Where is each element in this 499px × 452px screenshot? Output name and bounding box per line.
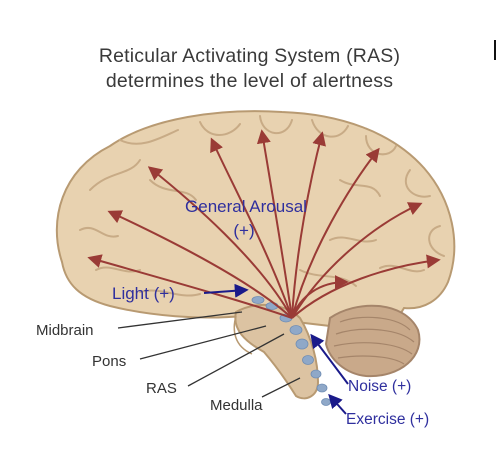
noise-label: Noise (+) xyxy=(348,378,411,395)
exercise-label: Exercise (+) xyxy=(346,411,429,428)
arousal-arrow xyxy=(291,147,380,319)
medulla-label: Medulla xyxy=(210,397,263,414)
noise-arrow xyxy=(310,333,349,385)
arousal-arrow xyxy=(291,254,441,319)
arousal-arrow xyxy=(291,275,349,319)
exercise-arrow xyxy=(328,393,347,415)
cerebral-cortex xyxy=(55,110,456,332)
pons-label: Pons xyxy=(92,353,126,370)
general-arousal-label: General Arousal xyxy=(185,197,307,216)
ras-leader xyxy=(187,333,285,387)
medulla-leader xyxy=(261,377,301,398)
arousal-arrow xyxy=(256,129,293,319)
arousal-arrow xyxy=(147,166,293,319)
general-arousal-sign: (+) xyxy=(233,221,254,240)
arousal-arrows xyxy=(87,129,441,319)
title-line-1: Reticular Activating System (RAS) xyxy=(98,45,401,67)
title-line-2: determines the level of alertness xyxy=(105,70,394,92)
cortex-gyri xyxy=(79,115,445,297)
midbrain-label: Midbrain xyxy=(36,322,94,339)
midbrain-leader xyxy=(117,311,243,329)
arousal-arrow xyxy=(210,137,293,319)
pons-leader xyxy=(139,325,267,360)
light-arrow xyxy=(203,283,249,298)
light-label: Light (+) xyxy=(112,284,175,303)
ras-label: RAS xyxy=(146,380,177,397)
arousal-arrow xyxy=(107,210,293,319)
arousal-arrow xyxy=(87,254,293,319)
cerebellum xyxy=(324,304,421,378)
leader-lines xyxy=(117,311,301,398)
edge-mark xyxy=(494,40,496,60)
arousal-arrow xyxy=(291,131,326,319)
